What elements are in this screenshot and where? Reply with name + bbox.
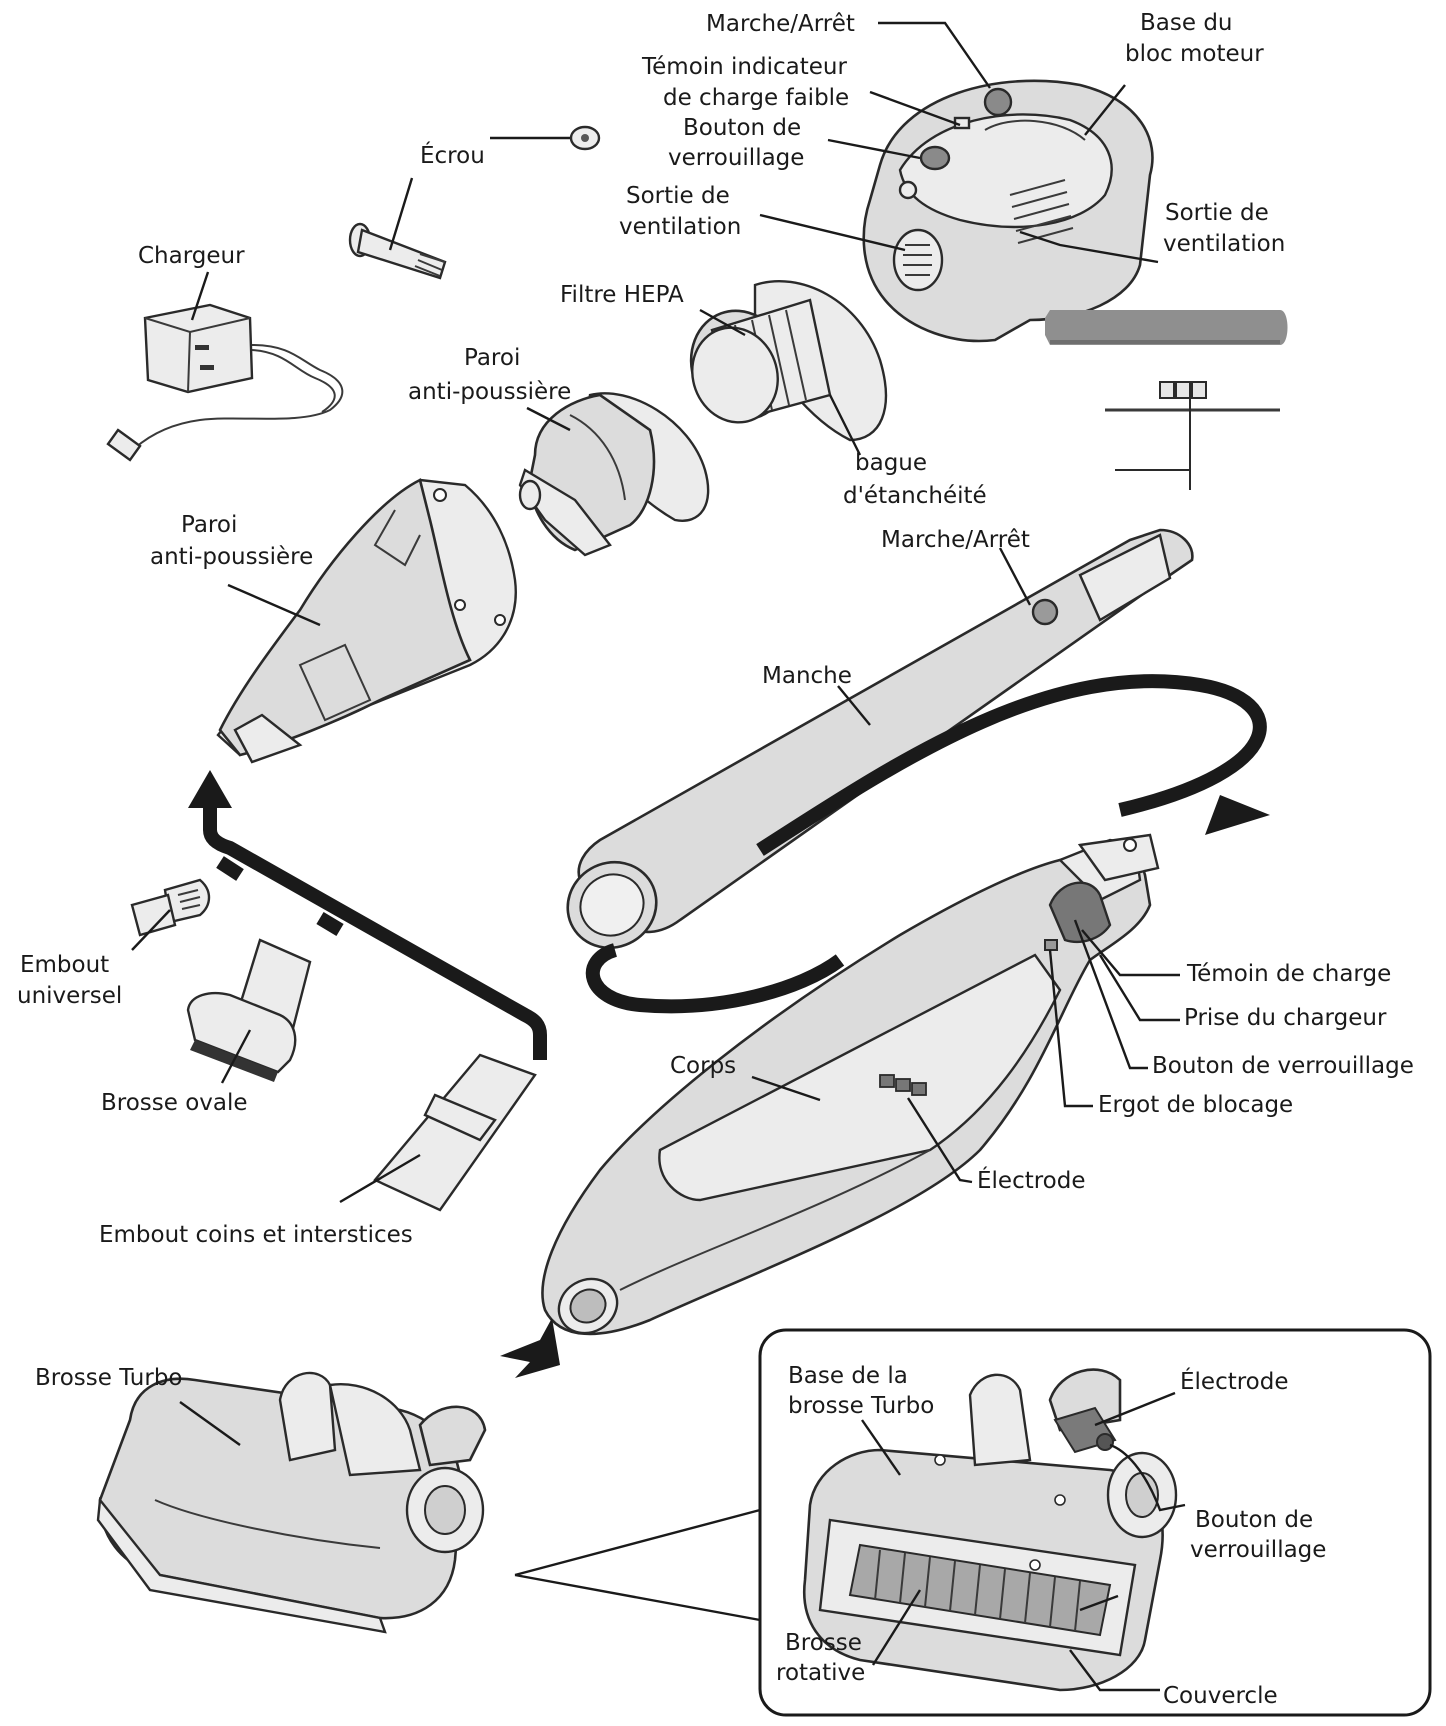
motor-unit	[862, 79, 1154, 343]
motor-lock-button	[919, 145, 951, 171]
rotating-brush-bristles	[874, 1549, 1081, 1632]
label-filtre-hepa: Filtre HEPA	[560, 282, 684, 308]
label-brosse-rotative: Brosse rotative	[776, 1630, 869, 1686]
oval-brush	[186, 938, 312, 1082]
labels: Marche/Arrêt Témoin indicateur de charge…	[17, 10, 1414, 1709]
body-electrode	[879, 1074, 927, 1096]
lock-button-body	[1048, 881, 1112, 944]
label-sortie-ventilation-right: Sortie de ventilation	[1163, 200, 1285, 257]
label-bouton-verrouillage-inset: Bouton de verrouillage	[1190, 1507, 1326, 1563]
label-bouton-verrouillage-body: Bouton de verrouillage	[1152, 1053, 1414, 1079]
connector-detail	[1045, 310, 1288, 490]
inset-lock-button	[1096, 1433, 1114, 1451]
label-chargeur: Chargeur	[138, 243, 245, 269]
leader-lines	[131, 21, 1186, 1692]
label-ergot-blocage: Ergot de blocage	[1098, 1092, 1293, 1118]
label-embout-universel: Embout universel	[17, 952, 122, 1009]
label-temoin-indicateur: Témoin indicateur de charge faible	[641, 54, 854, 111]
bolt-and-nut	[348, 125, 601, 280]
turbo-arrow	[500, 1318, 560, 1378]
label-embout-coins: Embout coins et interstices	[99, 1222, 413, 1248]
label-brosse-ovale: Brosse ovale	[101, 1090, 248, 1116]
label-marche-arret-top: Marche/Arrêt	[706, 11, 855, 37]
label-bague: bague d'étanchéité	[843, 450, 987, 509]
right-vent-grille	[1009, 179, 1074, 244]
dust-container	[216, 478, 517, 764]
label-couvercle: Couvercle	[1163, 1683, 1278, 1709]
label-sortie-ventilation-left: Sortie de ventilation	[619, 183, 741, 240]
universal-nozzle	[130, 878, 211, 937]
label-paroi-left: Paroi anti-poussière	[150, 512, 313, 570]
locking-lug	[1044, 939, 1058, 951]
label-temoin-charge: Témoin de charge	[1186, 961, 1391, 987]
body	[541, 833, 1160, 1336]
crevice-nozzle	[373, 1053, 537, 1212]
label-paroi-top: Paroi anti-poussière	[408, 345, 571, 405]
label-electrode-inset: Électrode	[1180, 1367, 1289, 1395]
label-base-bloc-moteur: Base du bloc moteur	[1125, 10, 1264, 67]
label-base-brosse-turbo: Base de la brosse Turbo	[788, 1363, 934, 1419]
charger	[106, 303, 344, 462]
handle	[566, 528, 1194, 950]
left-vent-grille	[892, 228, 944, 292]
label-electrode-body: Électrode	[977, 1166, 1086, 1194]
label-corps: Corps	[670, 1053, 736, 1079]
dust-wall-top	[518, 392, 710, 557]
label-brosse-turbo: Brosse Turbo	[35, 1365, 183, 1391]
label-ecrou: Écrou	[420, 141, 485, 169]
handle-power-button	[1031, 598, 1059, 626]
accessory-arrow	[188, 770, 547, 1060]
label-marche-arret-handle: Marche/Arrêt	[881, 527, 1030, 553]
hepa-filter	[689, 280, 888, 442]
motor-power-button	[983, 87, 1013, 117]
label-manche: Manche	[762, 663, 852, 689]
label-bouton-verrouillage-top: Bouton de verrouillage	[668, 115, 808, 171]
turbo-brush-inset	[758, 1328, 1432, 1717]
turbo-brush	[96, 1371, 487, 1634]
label-prise-chargeur: Prise du chargeur	[1184, 1005, 1387, 1031]
curved-arrow	[585, 674, 1270, 1014]
